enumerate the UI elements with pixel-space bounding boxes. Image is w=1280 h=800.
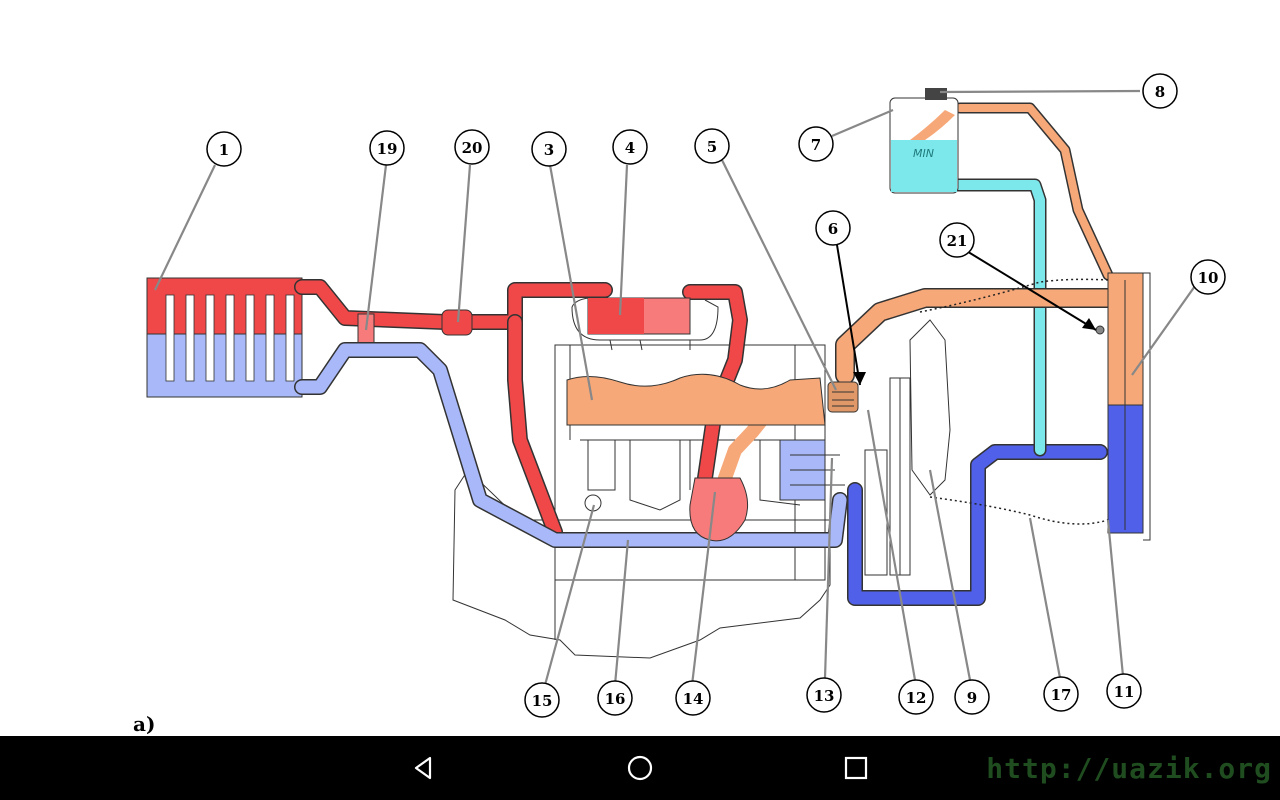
callout-17: 17 bbox=[1043, 676, 1079, 712]
pulleys bbox=[864, 377, 911, 576]
callout-12: 12 bbox=[898, 679, 934, 715]
svg-text:16: 16 bbox=[605, 690, 626, 708]
svg-text:1: 1 bbox=[219, 141, 229, 159]
callout-7: 7 bbox=[798, 126, 834, 162]
callout-8: 8 bbox=[1142, 73, 1178, 109]
svg-text:7: 7 bbox=[811, 136, 821, 154]
callout-14: 14 bbox=[675, 680, 711, 716]
svg-text:15: 15 bbox=[532, 692, 553, 710]
leader-lines bbox=[154, 89, 1196, 686]
warm-pipes bbox=[718, 102, 1120, 485]
heater-radiator bbox=[146, 277, 303, 398]
callout-5: 5 bbox=[694, 128, 730, 164]
temp-sensor bbox=[1095, 325, 1105, 335]
svg-text:13: 13 bbox=[814, 687, 835, 705]
svg-text:20: 20 bbox=[462, 139, 483, 157]
watermark: http://uazik.org bbox=[986, 752, 1272, 785]
callout-19: 19 bbox=[369, 130, 405, 166]
svg-text:8: 8 bbox=[1155, 83, 1165, 101]
svg-text:19: 19 bbox=[377, 140, 398, 158]
svg-text:14: 14 bbox=[683, 690, 704, 708]
recents-icon bbox=[844, 756, 868, 780]
callout-13: 13 bbox=[806, 677, 842, 713]
expansion-tank: MIN bbox=[889, 88, 959, 194]
tank-min-label: MIN bbox=[913, 147, 934, 160]
figure-label: a) bbox=[133, 712, 156, 736]
back-icon bbox=[414, 756, 432, 780]
back-button[interactable] bbox=[400, 748, 448, 788]
svg-text:3: 3 bbox=[544, 141, 554, 159]
svg-text:9: 9 bbox=[967, 689, 977, 707]
callout-9: 9 bbox=[954, 679, 990, 715]
oil-cooler bbox=[689, 477, 749, 542]
home-icon bbox=[627, 755, 653, 781]
svg-text:21: 21 bbox=[947, 232, 968, 250]
svg-text:10: 10 bbox=[1198, 269, 1219, 287]
callout-16: 16 bbox=[597, 680, 633, 716]
callout-6: 6 bbox=[815, 210, 851, 246]
recents-button[interactable] bbox=[832, 748, 880, 788]
black-leaders bbox=[836, 244, 1097, 386]
fan bbox=[909, 319, 951, 496]
callout-15: 15 bbox=[524, 682, 560, 718]
svg-text:5: 5 bbox=[707, 138, 717, 156]
callout-10: 10 bbox=[1190, 259, 1226, 295]
cooling-system-diagram: MIN 1 19 20 3 4 5 7 8 bbox=[146, 73, 1226, 718]
svg-text:6: 6 bbox=[828, 220, 838, 238]
main-radiator bbox=[1107, 272, 1151, 541]
cold-pipes bbox=[294, 178, 1108, 606]
callout-3: 3 bbox=[531, 131, 567, 167]
callout-4: 4 bbox=[612, 129, 648, 165]
callouts: 1 19 20 3 4 5 7 8 6 21 10 15 16 14 13 12… bbox=[206, 73, 1226, 718]
water-pump bbox=[779, 439, 845, 501]
callout-11: 11 bbox=[1106, 673, 1142, 709]
svg-text:4: 4 bbox=[625, 139, 635, 157]
wiring bbox=[919, 278, 1109, 525]
navigation-bar bbox=[0, 736, 1280, 800]
svg-text:12: 12 bbox=[906, 689, 927, 707]
callout-21: 21 bbox=[939, 222, 975, 258]
heater-valve bbox=[441, 309, 473, 336]
home-button[interactable] bbox=[616, 748, 664, 788]
svg-text:11: 11 bbox=[1114, 683, 1135, 701]
thermostat bbox=[827, 381, 859, 413]
svg-text:17: 17 bbox=[1051, 686, 1072, 704]
callout-1: 1 bbox=[206, 131, 242, 167]
callout-20: 20 bbox=[454, 129, 490, 165]
head-water-jacket bbox=[566, 373, 826, 426]
